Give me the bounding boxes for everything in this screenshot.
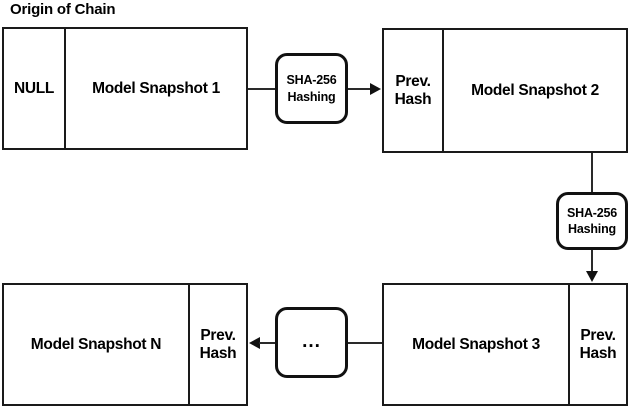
snapshot3-prev-hash-line1: Prev. bbox=[580, 326, 616, 344]
connector-hash1-to-snapshot2 bbox=[348, 88, 370, 90]
hash1-line1: SHA-256 bbox=[286, 73, 337, 88]
snapshot2-prev-hash-line2: Hash bbox=[394, 90, 432, 108]
snapshotN-body-cell: Model Snapshot N bbox=[4, 285, 188, 404]
connector-hash2-to-snapshot3 bbox=[591, 250, 593, 272]
snapshot1-body-cell: Model Snapshot 1 bbox=[64, 29, 246, 148]
block-model-snapshot-1[interactable]: NULL Model Snapshot 1 bbox=[2, 27, 248, 150]
snapshot2-prev-hash-cell: Prev. Hash bbox=[384, 30, 442, 151]
snapshot3-prev-hash-line2: Hash bbox=[579, 344, 617, 362]
snapshot1-prev-hash-cell: NULL bbox=[4, 29, 64, 148]
snapshotN-body-label: Model Snapshot N bbox=[30, 335, 162, 353]
process-sha256-hashing-right[interactable]: SHA-256 Hashing bbox=[556, 192, 628, 250]
snapshot2-body-cell: Model Snapshot 2 bbox=[442, 30, 626, 151]
block-model-snapshot-n[interactable]: Model Snapshot N Prev. Hash bbox=[2, 283, 248, 406]
connector-snapshot2-to-hash2 bbox=[591, 153, 593, 193]
process-chain-continuation-ellipsis[interactable]: ... bbox=[275, 307, 348, 378]
arrowhead-into-snapshot3-icon bbox=[586, 271, 598, 282]
hash2-line1: SHA-256 bbox=[566, 205, 617, 220]
hash1-line2: Hashing bbox=[287, 89, 336, 104]
snapshotN-prev-hash-line1: Prev. bbox=[200, 326, 236, 344]
hash2-line2: Hashing bbox=[568, 222, 616, 236]
snapshot3-prev-hash-cell: Prev. Hash bbox=[568, 285, 626, 404]
snapshotN-prev-hash-line2: Hash bbox=[199, 344, 237, 362]
connector-ellipsis-to-snapshotN bbox=[259, 342, 275, 344]
connector-snapshot1-to-hash1 bbox=[248, 88, 275, 90]
block-model-snapshot-3[interactable]: Model Snapshot 3 Prev. Hash bbox=[382, 283, 628, 406]
snapshot3-body-cell: Model Snapshot 3 bbox=[384, 285, 568, 404]
snapshot2-body-label: Model Snapshot 2 bbox=[471, 81, 599, 99]
arrowhead-into-snapshot2-icon bbox=[370, 83, 381, 95]
arrowhead-into-snapshotN-icon bbox=[249, 337, 260, 349]
snapshot1-body-label: Model Snapshot 1 bbox=[92, 79, 220, 97]
block-model-snapshot-2[interactable]: Prev. Hash Model Snapshot 2 bbox=[382, 28, 628, 153]
connector-snapshot3-to-ellipsis bbox=[348, 342, 382, 344]
snapshot3-body-label: Model Snapshot 3 bbox=[412, 335, 540, 353]
snapshot1-prev-hash-label: NULL bbox=[13, 79, 55, 97]
snapshotN-prev-hash-cell: Prev. Hash bbox=[188, 285, 246, 404]
ellipsis-label: ... bbox=[302, 331, 321, 353]
snapshot2-prev-hash-line1: Prev. bbox=[395, 72, 431, 90]
process-sha256-hashing-top[interactable]: SHA-256 Hashing bbox=[275, 53, 348, 124]
diagram-title: Origin of Chain bbox=[10, 1, 116, 18]
